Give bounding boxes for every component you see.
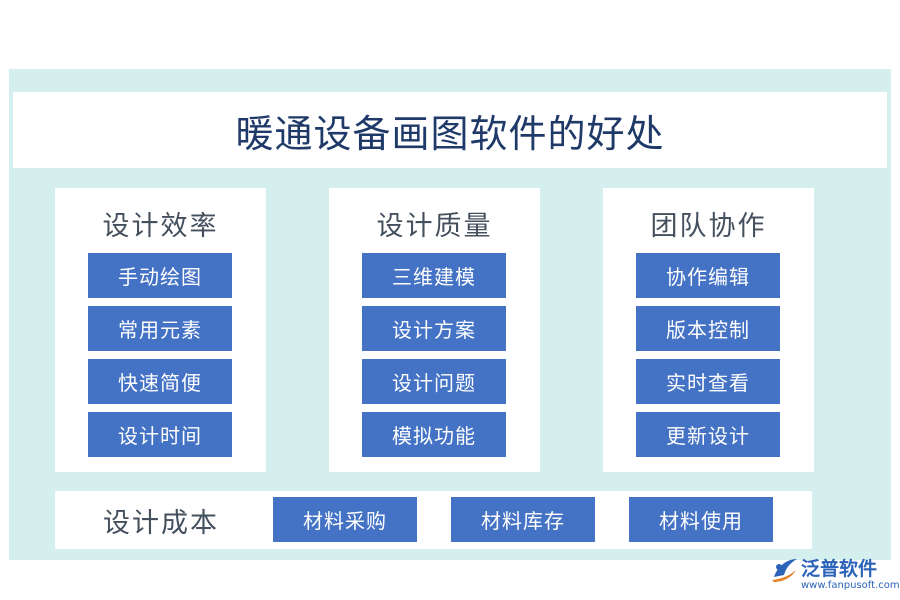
panel-title: 团队协作 [650, 211, 767, 242]
item-box: 常用元素 [88, 306, 232, 351]
item-box: 设计问题 [362, 359, 506, 404]
panel-design-efficiency: 设计效率 手动绘图 常用元素 快速简便 设计时间 [55, 188, 266, 472]
bottom-label: 设计成本 [103, 507, 219, 539]
item-box: 三维建模 [362, 253, 506, 298]
title-box: 暖通设备画图软件的好处 [13, 92, 887, 168]
panel-title: 设计质量 [376, 211, 493, 242]
panel-team-collaboration: 团队协作 协作编辑 版本控制 实时查看 更新设计 [603, 188, 814, 472]
item-box: 模拟功能 [362, 412, 506, 457]
item-box: 快速简便 [88, 359, 232, 404]
logo-url: www.fanpusoft.com [801, 580, 900, 591]
item-box: 设计时间 [88, 412, 232, 457]
item-box: 协作编辑 [636, 253, 780, 298]
item-box: 手动绘图 [88, 253, 232, 298]
item-box: 材料库存 [451, 497, 595, 542]
logo-name: 泛普软件 [801, 558, 878, 580]
fanpu-logo-icon [772, 559, 797, 582]
diagram-title: 暖通设备画图软件的好处 [235, 111, 665, 156]
item-box: 材料采购 [273, 497, 417, 542]
item-box: 实时查看 [636, 359, 780, 404]
item-box: 设计方案 [362, 306, 506, 351]
panel-design-quality: 设计质量 三维建模 设计方案 设计问题 模拟功能 [329, 188, 540, 472]
item-box: 版本控制 [636, 306, 780, 351]
brand-logo: 泛普软件 www.fanpusoft.com [770, 552, 900, 598]
item-box: 材料使用 [629, 497, 773, 542]
bottom-bar-design-cost: 设计成本 材料采购 材料库存 材料使用 [55, 491, 812, 549]
panel-title: 设计效率 [102, 211, 219, 242]
item-box: 更新设计 [636, 412, 780, 457]
